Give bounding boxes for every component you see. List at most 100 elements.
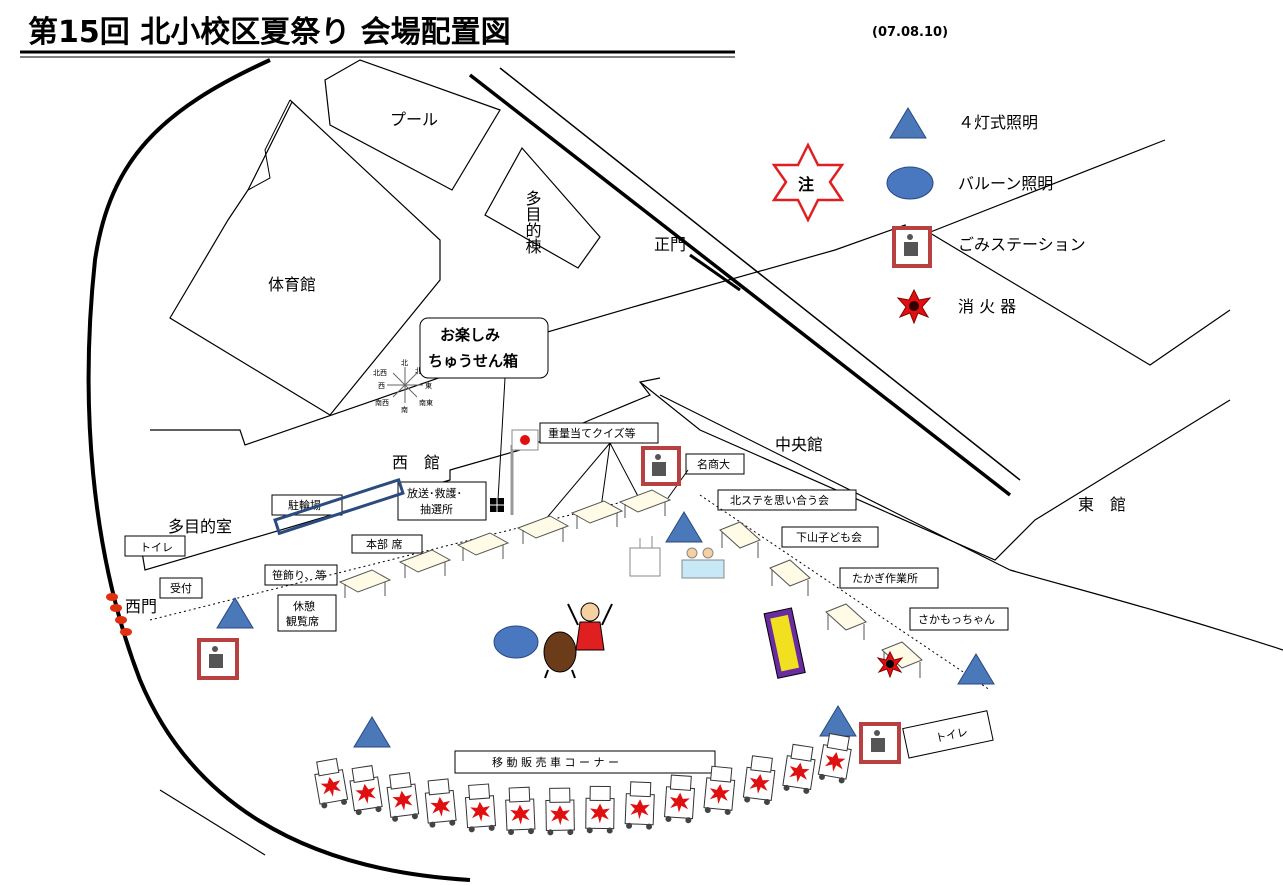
food-truck-icon xyxy=(624,781,655,830)
svg-text:北ステを思い合う会: 北ステを思い合う会 xyxy=(730,493,829,507)
taiko-drummer-icon xyxy=(543,602,613,679)
food-truck-icon xyxy=(314,757,349,809)
site-boundary xyxy=(86,58,471,882)
tent xyxy=(825,603,867,640)
legend-note-badge: 注 xyxy=(798,175,814,194)
tent xyxy=(618,489,672,518)
legend-triangle-icon xyxy=(889,107,927,139)
legend: ４灯式照明 注 バルーン照明 ごみステーション 消 火 器 xyxy=(771,107,1086,325)
legend-trash: ごみステーション xyxy=(958,235,1086,254)
compass-n: 北 xyxy=(401,359,408,367)
main-gate-bar xyxy=(689,253,741,292)
callout-kitaste: 北ステを思い合う会 xyxy=(717,489,857,511)
label-west-building: 西 館 xyxy=(392,453,440,472)
callout-bike-parking: 駐輪場 xyxy=(271,494,343,516)
road-line-thick xyxy=(468,73,1012,497)
svg-text:笹飾り、等: 笹飾り、等 xyxy=(272,568,327,582)
tent xyxy=(338,569,392,598)
legend-star-icon xyxy=(771,142,845,223)
map-title: 第15回 北小校区夏祭り 会場配置図 xyxy=(28,15,511,50)
tent xyxy=(398,549,452,578)
east-edge xyxy=(1009,569,1283,651)
lottery-label-1: お楽しみ xyxy=(440,326,500,344)
svg-text:受付: 受付 xyxy=(170,582,192,595)
legend-extinguisher-icon xyxy=(896,288,932,325)
svg-text:さかもっちゃん: さかもっちゃん xyxy=(918,613,995,626)
bike-parking-area xyxy=(273,477,405,536)
compass-se: 南東 xyxy=(419,398,433,407)
label-central-building: 中央館 xyxy=(775,435,823,454)
trash-icon xyxy=(641,446,681,486)
svg-text:本部 席: 本部 席 xyxy=(366,537,403,551)
label-east-building: 東 館 xyxy=(1078,495,1126,514)
svg-text:下山子ども会: 下山子ども会 xyxy=(796,531,862,544)
balloon-light-icon xyxy=(493,625,539,659)
lanterns-icon xyxy=(106,593,132,636)
callout-food-truck-corner: 移 動 販 売 車 コ ー ナ ー xyxy=(454,750,716,774)
legend-balloon-icon xyxy=(886,166,934,200)
food-truck-icon xyxy=(464,783,497,833)
compass-w: 西 xyxy=(378,382,385,390)
central-building-wall xyxy=(639,381,1231,561)
kids-table-icon xyxy=(681,547,725,579)
food-truck-icon xyxy=(742,755,776,805)
food-trucks xyxy=(314,732,852,836)
svg-text:名商大: 名商大 xyxy=(697,457,730,471)
svg-text:たかぎ作業所: たかぎ作業所 xyxy=(852,571,918,585)
compass-s: 南 xyxy=(401,405,408,414)
food-truck-icon xyxy=(782,743,816,794)
tent xyxy=(456,532,510,561)
svg-text:放送･救護･: 放送･救護･ xyxy=(407,486,462,500)
food-truck-icon xyxy=(349,765,383,816)
label-multi-room: 多目的室 xyxy=(168,517,232,536)
trash-stations xyxy=(197,446,901,764)
svg-text:観覧席: 観覧席 xyxy=(286,614,319,628)
food-truck-icon xyxy=(424,778,457,828)
food-truck-icon xyxy=(703,765,736,815)
gym-outline xyxy=(169,99,441,416)
fence-line-east xyxy=(699,494,991,691)
svg-text:トイレ: トイレ xyxy=(140,541,173,554)
lottery-label-2: ちゅうせん箱 xyxy=(428,352,518,370)
food-truck-icon xyxy=(664,774,696,824)
multi-building-outline xyxy=(484,146,601,269)
svg-text:抽選所: 抽選所 xyxy=(420,502,453,516)
legend-balloon: バルーン照明 xyxy=(958,174,1053,193)
callout-broadcast: 放送･救護･ 抽選所 xyxy=(397,481,487,521)
trash-icon xyxy=(859,722,901,764)
legend-extinguisher: 消 火 器 xyxy=(958,297,1016,316)
food-truck-icon xyxy=(505,786,536,836)
label-pool: プール xyxy=(390,110,438,129)
tent xyxy=(769,559,811,596)
extinguisher-icon xyxy=(876,650,904,679)
lighting4-icon xyxy=(957,653,995,685)
callout-toilet-west: トイレ xyxy=(124,535,186,557)
compass-e: 東 xyxy=(425,381,432,390)
callout-hq: 本部 席 xyxy=(351,534,423,554)
legend-trash-icon xyxy=(892,226,932,268)
svg-text:重量当てクイズ等: 重量当てクイズ等 xyxy=(548,426,636,440)
quiz-stand-icon xyxy=(629,536,661,577)
banner-icon xyxy=(763,607,806,679)
svg-text:休憩: 休憩 xyxy=(293,599,315,613)
road-line-thin xyxy=(499,67,1021,481)
tent xyxy=(516,515,570,544)
compass-sw: 南西 xyxy=(375,398,389,407)
trash-icon xyxy=(197,638,239,680)
food-truck-icon xyxy=(545,787,575,836)
map-date: (07.08.10) xyxy=(872,25,948,40)
svg-text:移 動 販 売 車 コ ー ナ ー: 移 動 販 売 車 コ ー ナ ー xyxy=(492,755,619,769)
lighting4-icon xyxy=(665,511,703,543)
callout-reception: 受付 xyxy=(159,577,203,599)
callout-takagi: たかぎ作業所 xyxy=(839,567,939,589)
pool-outline xyxy=(324,59,501,191)
callout-rest: 休憩 観覧席 xyxy=(277,594,337,632)
tent xyxy=(719,521,761,558)
callout-sakamocchan: さかもっちゃん xyxy=(909,607,1009,631)
food-truck-icon xyxy=(585,785,615,834)
lighting4-icon xyxy=(353,716,391,748)
food-truck-icon xyxy=(386,772,420,822)
callout-meishoudai: 名商大 xyxy=(667,453,745,499)
lighting4-icon xyxy=(819,705,857,737)
